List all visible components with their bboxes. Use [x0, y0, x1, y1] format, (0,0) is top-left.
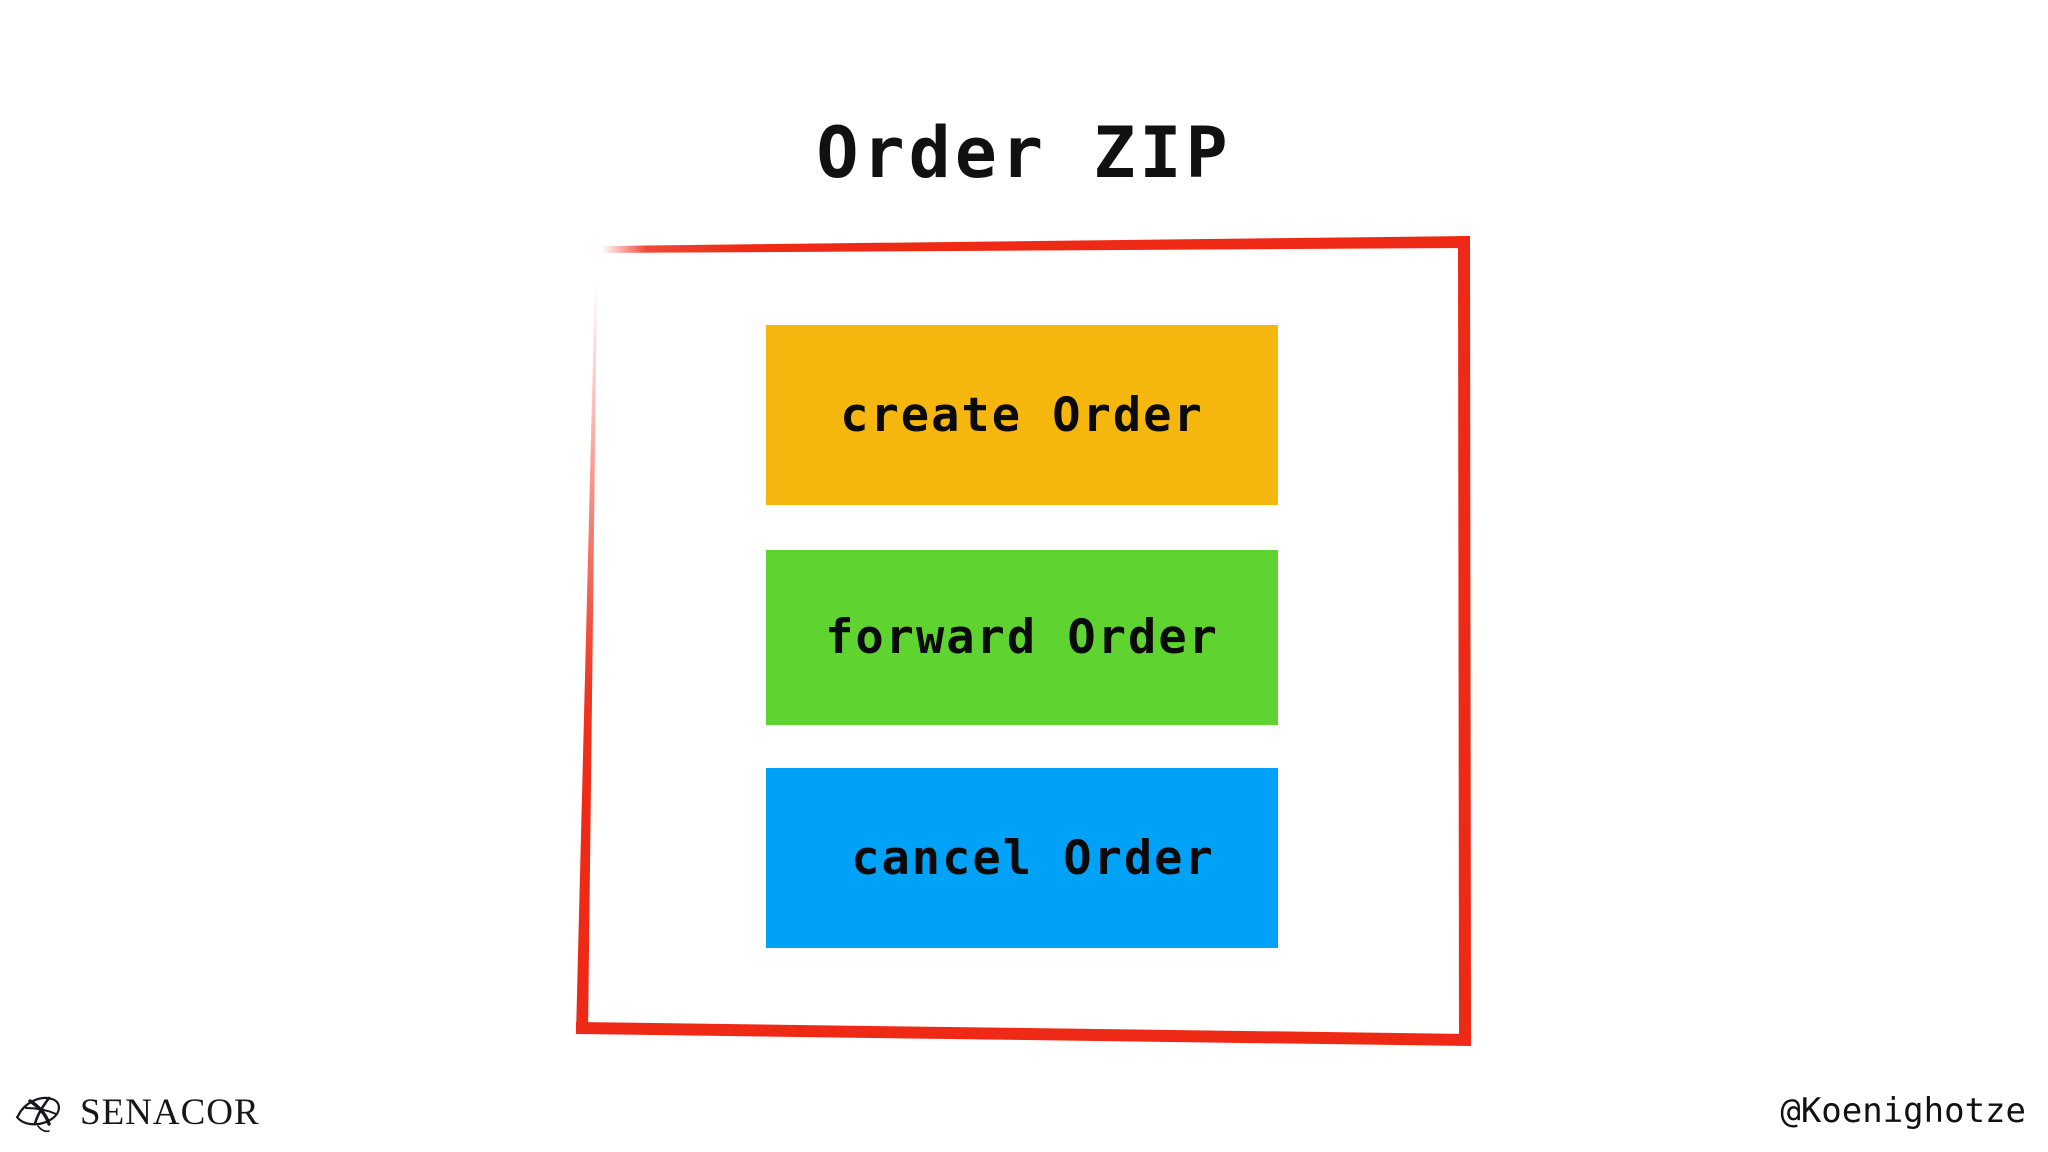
senacor-swirl-icon [15, 1096, 60, 1133]
service-box-create-order[interactable]: create Order [766, 325, 1278, 505]
service-box-label: cancel Order [851, 830, 1215, 886]
service-box-forward-order[interactable]: forward Order [766, 550, 1278, 725]
frame-bottom-edge [576, 1022, 1471, 1046]
company-logo-text: SENACOR [80, 1091, 260, 1133]
service-box-label: create Order [840, 387, 1204, 443]
service-list: create Order forward Order cancel Order [766, 325, 1278, 965]
frame-left-edge [576, 278, 597, 1034]
frame-right-edge [1458, 236, 1471, 1034]
company-logo: SENACOR [14, 1090, 260, 1134]
page-title: Order ZIP [816, 112, 1232, 194]
service-box-cancel-order[interactable]: cancel Order [766, 768, 1278, 948]
frame-top-edge [602, 236, 1470, 253]
social-handle: @Koenighotze [1780, 1091, 2026, 1131]
service-box-label: forward Order [825, 610, 1219, 665]
